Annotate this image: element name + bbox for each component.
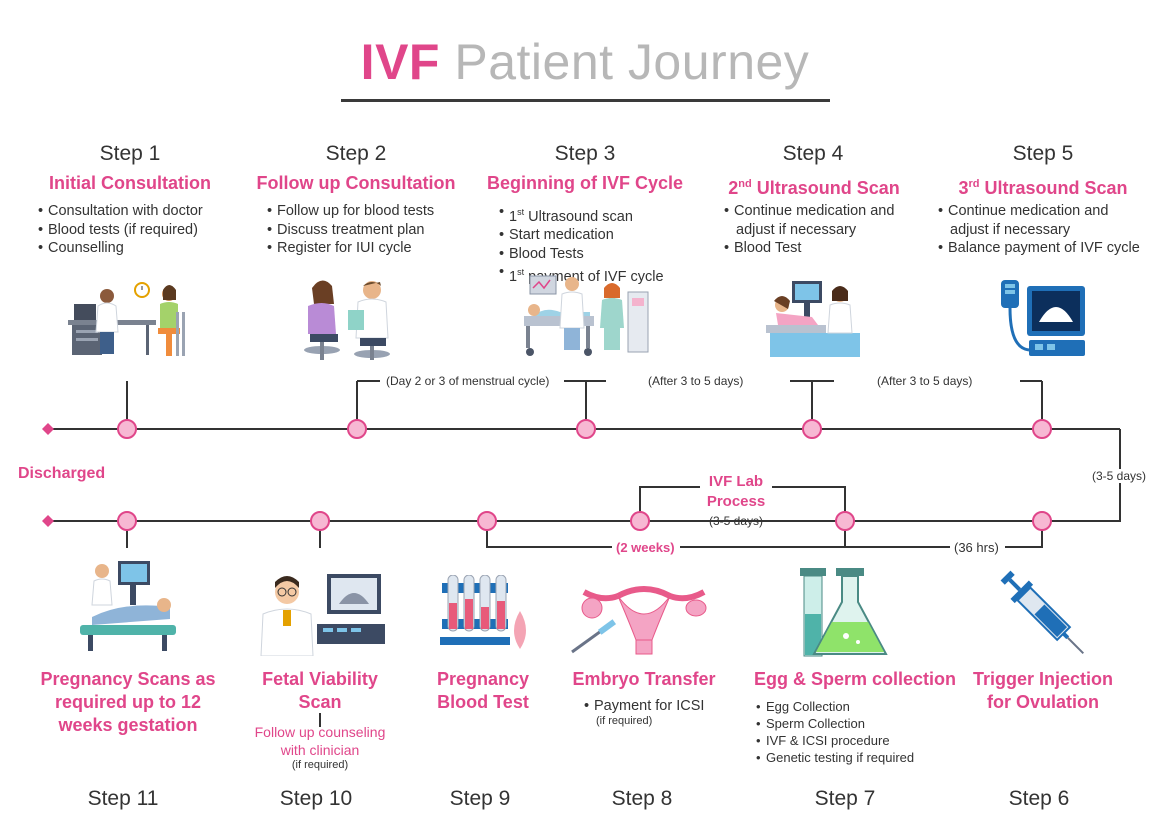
list-item: Payment for ICSI [584,697,704,716]
list-item: Continue medication and [724,202,894,221]
right-connector [1042,429,1121,522]
list-item: Genetic testing if required [756,749,914,766]
ultrasound-scan-illustration [766,281,860,357]
list-item: adjust if necessary [950,221,1071,238]
step-4-label: Step 4 [782,142,844,165]
step-10-label: Step 10 [279,787,353,810]
fetal-viability-illustration [260,574,385,656]
step-3-heading: Beginning of IVF Cycle [486,173,683,193]
step-2-label: Step 2 [325,142,387,165]
step-9-label: Step 9 [449,787,511,810]
step-8-heading: Embryo Transfer [572,669,716,689]
note-step4-5: (After 3 to 5 days) [873,374,977,388]
step-4-bullets: Continue medication and •adjust if neces… [724,202,894,258]
blood-test-illustration [440,575,526,649]
step-6-heading: Trigger Injection for Ovulation [972,669,1114,712]
step-8-note: (if required) [596,715,653,727]
step-8-bullets: Payment for ICSI [584,697,704,716]
note-step5-6: (3-5 days) [1088,469,1151,483]
list-item: Balance payment of IVF cycle [938,239,1140,258]
note-36-hours: (36 hrs) [950,540,1003,555]
note-step2-3: (Day 2 or 3 of menstrual cycle) [382,374,554,388]
title-underline [341,99,830,102]
title-rest: Patient Journey [454,34,810,90]
step-7-label: Step 7 [814,787,876,810]
step-9-heading: Pregnancy Blood Test [436,669,530,712]
ultrasound-machine-illustration [1001,280,1085,356]
step-1-heading: Initial Consultation [49,173,211,193]
list-item: 1st payment of IVF cycle [499,263,664,286]
follow-up-illustration [304,280,390,360]
step-11-heading: Pregnancy Scans as required up to 12 wee… [40,669,216,735]
step-7-heading: Egg & Sperm collection [753,669,957,689]
step-7-bullets: Egg Collection Sperm Collection IVF & IC… [756,698,914,766]
embryo-transfer-illustration [571,586,707,655]
step-2-bullets: Follow up for blood tests Discuss treatm… [267,202,434,258]
list-item: Egg Collection [756,698,914,715]
page-title: IVF Patient Journey [0,30,1170,94]
step-5-bullets: Continue medication and adjust if necess… [938,202,1140,258]
discharged-label: Discharged [18,465,106,482]
bottom-start-diamond [42,515,54,527]
note-two-weeks: (2 weeks) [612,540,679,555]
list-item: Blood tests (if required) [38,221,203,240]
list-item: Counselling [38,239,203,258]
step-10-sub: Follow up counseling with clinician [254,724,386,758]
step-5-label: Step 5 [1012,142,1074,165]
list-item: Discuss treatment plan [267,221,434,240]
list-item: Follow up for blood tests [267,202,434,221]
step-4-heading: 2nd Ultrasound Scan [728,178,900,198]
trigger-injection-illustration [1000,570,1085,655]
list-item: Continue medication and [938,202,1140,221]
list-item: Blood Test [724,239,894,258]
title-highlight: IVF [360,34,440,90]
list-item: 1st Ultrasound scan [499,203,664,226]
pregnancy-scan-illustration [80,561,176,651]
note-step3-4: (After 3 to 5 days) [644,374,748,388]
list-item: Consultation with doctor [38,202,203,221]
lab-process-duration: (3-5 days) [708,514,764,528]
step-11-label: Step 11 [87,787,159,810]
egg-sperm-collection-illustration [800,568,888,657]
step-3-bullets: 1st Ultrasound scan Start medication Blo… [499,203,664,287]
lab-process-title: IVF Lab Process [706,473,766,510]
step-6-label: Step 6 [1008,787,1070,810]
step-8-label: Step 8 [611,787,673,810]
list-item: Blood Tests [499,245,664,264]
step-5-heading: 3rd Ultrasound Scan [958,178,1128,198]
list-item: IVF & ICSI procedure [756,732,914,749]
step-1-bullets: Consultation with doctor Blood tests (if… [38,202,203,258]
list-item: Sperm Collection [756,715,914,732]
step-2-heading: Follow up Consultation [256,173,456,193]
top-start-diamond [42,423,54,435]
consultation-illustration [68,282,185,356]
step-10-heading: Fetal Viability Scan [262,669,378,712]
list-item: Register for IUI cycle [267,239,434,258]
step-3-label: Step 3 [554,142,616,165]
step-1-label: Step 1 [99,142,161,165]
list-item: •adjust if necessary [736,221,857,238]
list-item: Start medication [499,226,664,245]
step-10-connector [319,713,321,727]
step-10-note: (if required) [291,759,349,771]
hospital-bed-illustration [524,275,649,356]
